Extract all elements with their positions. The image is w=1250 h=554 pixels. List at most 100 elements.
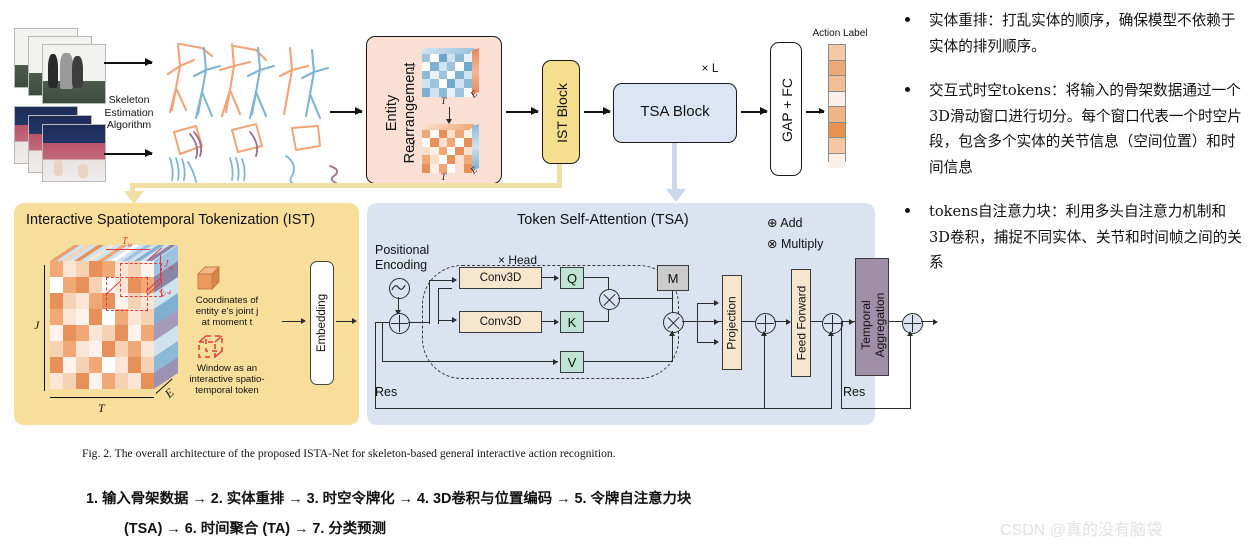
arrow-skeleton-to-entity	[330, 108, 363, 115]
bullet-dot-icon	[905, 17, 910, 22]
axis-j-label: J	[34, 318, 40, 332]
action-label-title: Action Label	[812, 28, 868, 39]
connector-blue-arrowhead	[666, 189, 686, 202]
axis-j-line	[44, 265, 46, 391]
axis-tw-label: Tw	[122, 236, 133, 249]
entity-rearrangement-line2: Rearrangement	[402, 62, 418, 164]
bullet-dot-icon	[905, 87, 910, 92]
add-operator-1	[389, 313, 410, 334]
axis-jw-label: Jw	[164, 259, 174, 272]
connector-yellow-horizontal	[130, 183, 562, 188]
q-box[interactable]: Q	[560, 267, 584, 289]
legend-window-line3: temporal token	[195, 385, 259, 397]
ist-cube	[50, 243, 190, 393]
v-box[interactable]: V	[560, 351, 584, 373]
skeleton-estimation-label: Skeleton Estimation Algorithm	[98, 94, 160, 132]
bullet-text-2: 交互式时空tokens：将输入的骨架数据通过一个3D滑动窗口进行切分。每个窗口代…	[929, 82, 1242, 176]
legend-multiply: ⊗ Multiply	[767, 237, 824, 251]
ist-block-label: IST Block	[554, 83, 570, 143]
tsa-block[interactable]: TSA Block	[613, 83, 737, 143]
connector-yellow-drop	[130, 183, 135, 193]
steps-line-1: 1. 输入骨架数据 → 2. 实体重排 → 3. 时空令牌化 → 4. 3D卷积…	[86, 491, 692, 507]
figure-diagram: Skeleton Estimation Algorithm	[0, 0, 890, 554]
v-label: V	[567, 354, 577, 370]
ist-block[interactable]: IST Block	[542, 60, 580, 164]
arrow-input-to-skeleton-bottom	[104, 150, 153, 157]
multiply-operator-qk	[599, 289, 620, 310]
entity-rearrangement-block[interactable]: Entity Rearrangement J T E	[366, 36, 502, 184]
bullet-text-3: tokens自注意力块：利用多头自注意力机制和3D卷积，捕捉不同实体、关节和时间…	[929, 203, 1242, 271]
positional-encoding-label: Positional Encoding	[375, 243, 455, 273]
input-video-stack-bottom	[14, 106, 134, 190]
legend-window-line1: Window as an	[196, 363, 258, 374]
legend-cube-line1: Coordinates of	[195, 295, 259, 306]
gap-fc-block[interactable]: GAP + FC	[770, 42, 802, 176]
conv3d-q-label: Conv3D	[479, 272, 522, 284]
conv3d-q-box[interactable]: Conv3D	[459, 267, 542, 289]
steps-summary: 1. 输入骨架数据 → 2. 实体重排 → 3. 时空令牌化 → 4. 3D卷积…	[86, 484, 866, 544]
skeleton-label-line1: Skeleton	[108, 94, 150, 106]
list-item: tokens自注意力块：利用多头自注意力机制和3D卷积，捕捉不同实体、关节和时间…	[893, 199, 1245, 276]
gap-fc-label: GAP + FC	[779, 78, 795, 142]
entity-rearrangement-line1: Entity	[384, 94, 400, 132]
projection-box[interactable]: Projection	[722, 275, 742, 370]
head-multiplier-label: × Head	[498, 253, 538, 267]
notes-list: 实体重排：打乱实体的顺序，确保模型不依赖于实体的排列顺序。 交互式时空token…	[893, 8, 1245, 295]
action-label-bar	[828, 44, 846, 168]
bullet-dot-icon	[905, 208, 910, 213]
pe-line1: Positional	[375, 243, 430, 257]
tsa-panel-title: Token Self-Attention (TSA)	[517, 212, 689, 228]
positional-encoding-icon	[389, 278, 410, 299]
connector-yellow-arrowhead	[124, 191, 144, 204]
ist-window-back	[120, 263, 162, 297]
bullet-text-1: 实体重排：打乱实体的顺序，确保模型不依赖于实体的排列顺序。	[929, 12, 1236, 55]
m-label: M	[667, 270, 679, 286]
legend-token-cube-icon	[197, 265, 221, 291]
legend-window-line2: interactive spatio-	[189, 374, 265, 386]
arrow-entity-to-ist	[506, 108, 539, 115]
skeleton-label-line2: Estimation	[104, 106, 154, 119]
legend-token-cube-text: Coordinates of entity e's joint j at mom…	[177, 295, 277, 329]
skeleton-label-line3: Algorithm	[106, 119, 152, 131]
add-operator-4	[902, 313, 923, 334]
axis-t-line	[50, 397, 154, 399]
input-video-stack-top	[14, 28, 134, 108]
conv3d-k-box[interactable]: Conv3D	[459, 311, 542, 333]
feed-forward-label: Feed Forward	[794, 285, 809, 361]
skeleton-sketches	[166, 42, 339, 185]
csdn-watermark: CSDN @真的没有脑袋	[1000, 522, 1163, 539]
pe-line2: Encoding	[375, 258, 428, 272]
arrow-ist-to-tsa	[584, 108, 611, 115]
embedding-block[interactable]: Embedding	[310, 261, 334, 385]
q-label: Q	[566, 270, 578, 286]
arrow-input-to-skeleton-top	[104, 59, 153, 66]
m-box[interactable]: M	[657, 265, 689, 291]
connector-yellow-riser	[557, 164, 562, 188]
legend-window-text: Window as an interactive spatio- tempora…	[172, 363, 282, 397]
k-box[interactable]: K	[560, 311, 584, 333]
mini-cube-blue: J T E	[411, 47, 481, 106]
legend-window-icon	[198, 335, 223, 358]
list-item: 实体重排：打乱实体的顺序，确保模型不依赖于实体的排列顺序。	[893, 8, 1245, 59]
tsa-repeat-label: × L	[701, 61, 719, 75]
ist-panel-title: Interactive Spatiotemporal Tokenization …	[26, 212, 316, 228]
ist-panel: Interactive Spatiotemporal Tokenization …	[14, 203, 359, 425]
k-label: K	[567, 314, 577, 330]
feed-forward-box[interactable]: Feed Forward	[791, 269, 811, 377]
legend-cube-line2: entity e's joint j	[195, 306, 259, 318]
steps-line-2: (TSA) → 6. 时间聚合 (TA) → 7. 分类预测	[124, 521, 386, 537]
axis-t-label: T	[98, 401, 105, 415]
list-item: 交互式时空tokens：将输入的骨架数据通过一个3D滑动窗口进行切分。每个窗口代…	[893, 78, 1245, 180]
tsa-panel: Token Self-Attention (TSA) ⊕ Add ⊗ Multi…	[367, 203, 875, 425]
connector-blue-drop	[672, 143, 677, 191]
tsa-block-label: TSA Block	[640, 103, 710, 120]
figure-caption: Fig. 2. The overall architecture of the …	[82, 447, 616, 460]
conv3d-k-label: Conv3D	[479, 316, 522, 328]
ta-line2: Aggregation	[873, 292, 887, 358]
arrow-tsa-to-gapfc	[741, 108, 768, 115]
legend-add: ⊕ Add	[767, 216, 803, 230]
arrow-gapfc-to-label	[806, 108, 825, 114]
add-operator-3	[822, 313, 843, 334]
embedding-label: Embedding	[316, 293, 328, 353]
legend-cube-line3: at moment t	[201, 317, 253, 329]
